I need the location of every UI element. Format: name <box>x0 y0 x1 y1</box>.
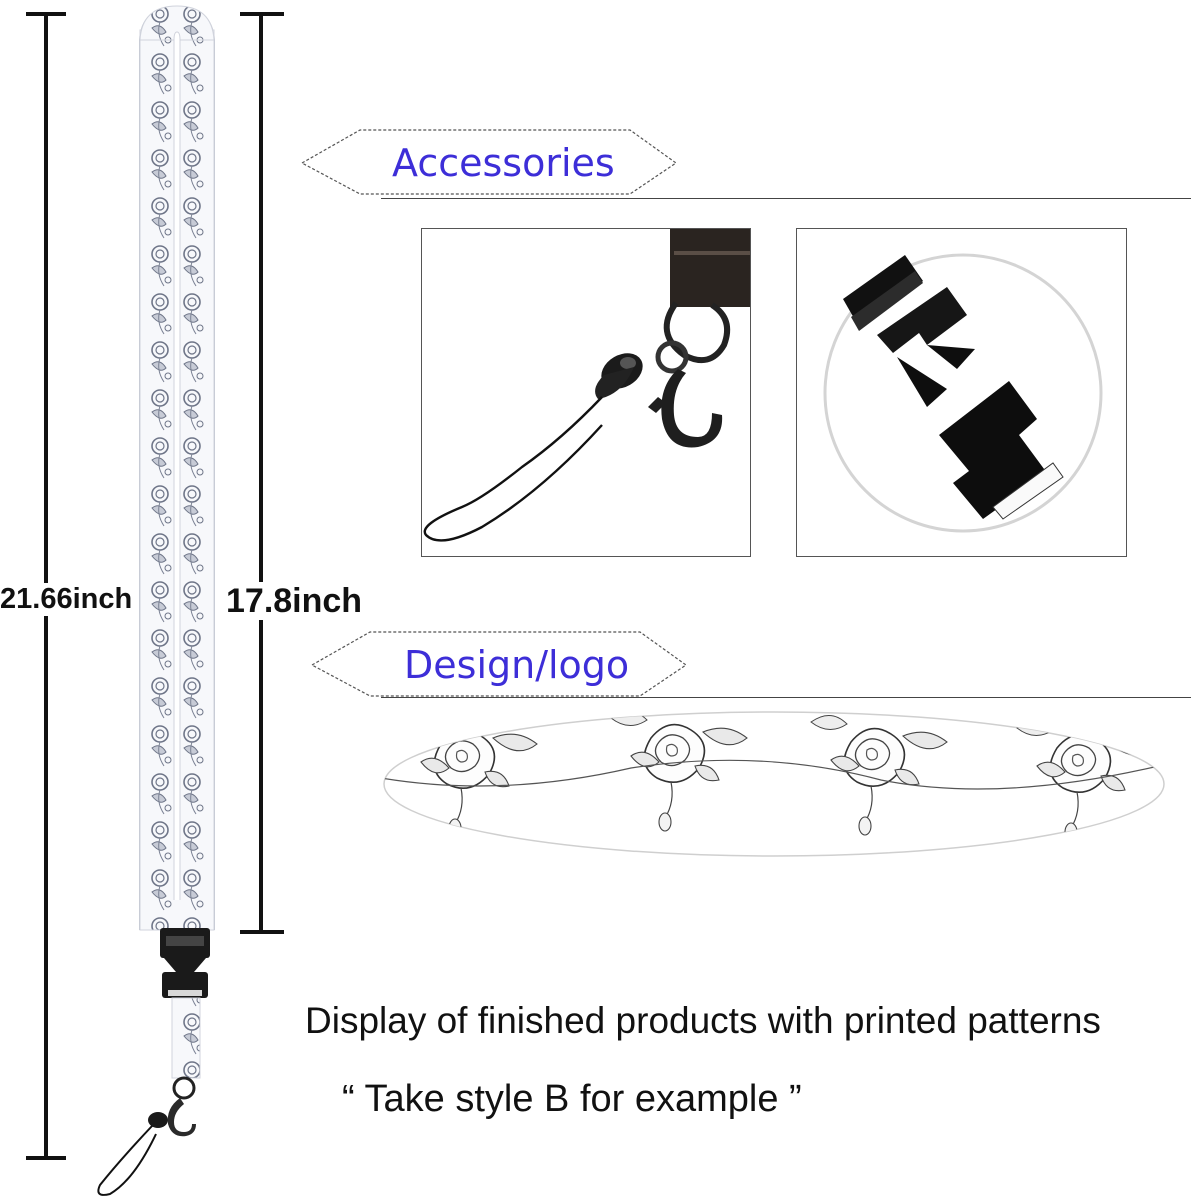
accessories-label: Accessories <box>392 141 615 185</box>
strap-length-bar-bottom <box>240 930 284 934</box>
buckle-release-icon <box>823 253 1103 533</box>
strap-length-line <box>259 12 263 934</box>
total-length-bar-bottom <box>26 1156 66 1160</box>
accessory-photo-buckle <box>796 228 1127 557</box>
strap-length-label: 17.8inch <box>226 582 363 620</box>
display-caption: Display of finished products with printe… <box>305 1000 1101 1041</box>
accessory-photo-clasp <box>421 228 751 557</box>
accessories-divider <box>381 198 1191 199</box>
lobster-clasp-with-phone-loop-icon <box>423 229 750 542</box>
design-divider <box>381 697 1191 698</box>
total-length-label: 21.66inch <box>0 583 133 616</box>
accessories-label-frame <box>300 129 678 195</box>
example-caption: “ Take style B for example ” <box>342 1078 802 1120</box>
design-label-frame <box>310 631 688 697</box>
lanyard-product-image <box>97 5 215 1196</box>
rose-pattern-banner <box>383 711 1165 857</box>
design-label: Design/logo <box>404 643 630 687</box>
